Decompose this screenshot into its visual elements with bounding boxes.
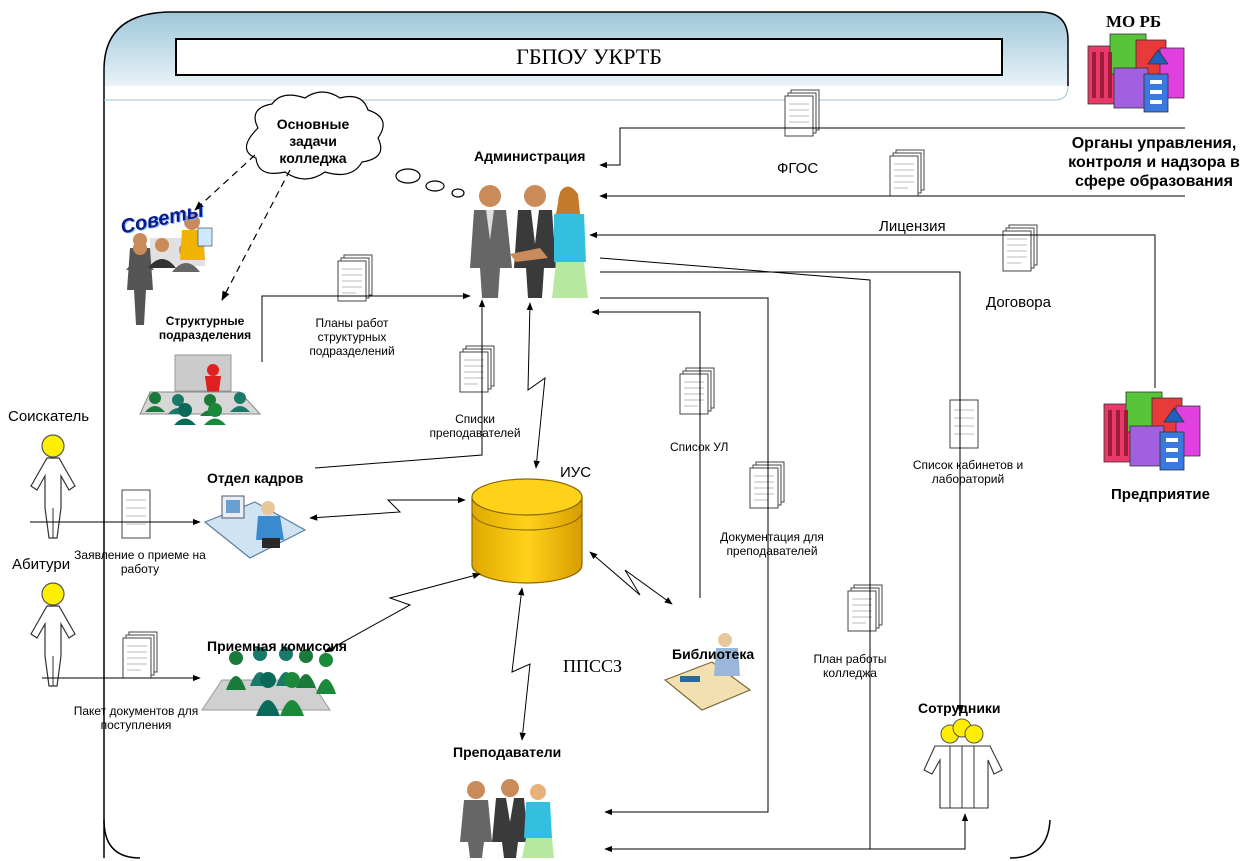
license-label: Лицензия xyxy=(879,218,946,235)
contracts-document-icon xyxy=(1002,224,1038,272)
job-application-label: Заявление о приеме на работу xyxy=(74,548,206,576)
contracts-label: Договора xyxy=(986,294,1051,311)
authorities-label: Органы управления, контроля и надзора в … xyxy=(1068,135,1240,190)
administration-label: Администрация xyxy=(474,148,586,164)
college-plan-label: План работы колледжа xyxy=(813,652,887,680)
fgos-label: ФГОС xyxy=(777,160,819,177)
admission-icon xyxy=(201,647,336,716)
lightning-links xyxy=(309,302,673,741)
mo-rb-label: МО РБ xyxy=(1106,12,1162,31)
administration-icon xyxy=(470,185,588,298)
abiturient-label: Абитури xyxy=(12,556,71,573)
mo-rb-building-icon xyxy=(1087,33,1185,113)
college-title: ГБПОУ УКРТБ xyxy=(175,38,1003,76)
teacher-docs-document-icon xyxy=(749,461,785,509)
dashed-arrow-to-struct-units xyxy=(221,169,291,301)
ul-list-label: Список УЛ xyxy=(670,440,729,454)
ius-label: ИУС xyxy=(560,464,592,481)
teachers-label: Преподаватели xyxy=(453,744,562,760)
work-plans-label: Планы работ структурных подразделений xyxy=(309,316,395,358)
applicant-figure xyxy=(30,434,76,539)
ppssz-label: ППССЗ xyxy=(563,656,623,676)
struct-units-label: Структурные подразделения xyxy=(158,314,252,342)
rooms-list-label: Список кабинетов и лабораторий xyxy=(912,458,1024,486)
teacher-lists-label: Списки преподавателей xyxy=(429,412,521,440)
teacher-lists-document-icon xyxy=(459,345,495,393)
abiturient-figure xyxy=(30,582,76,687)
job-application-document-icon xyxy=(121,489,151,539)
sovety-icon xyxy=(126,214,213,325)
staff-icon xyxy=(923,718,1003,809)
hr-label: Отдел кадров xyxy=(207,470,304,486)
license-document-icon xyxy=(889,149,925,197)
struct-units-icon xyxy=(139,354,262,425)
staff-label: Сотрудники xyxy=(918,700,1001,716)
enterprise-label: Предприятие xyxy=(1111,486,1210,503)
tasks-label: Основные задачи колледжа xyxy=(276,116,350,166)
library-icon xyxy=(663,633,752,711)
tasks-cloud xyxy=(245,91,465,198)
work-plans-document-icon xyxy=(337,254,373,302)
doc-package-label: Пакет документов для поступления xyxy=(73,704,199,732)
library-label: Библиотека xyxy=(672,646,755,662)
teachers-icon xyxy=(460,779,554,858)
dashed-arrow-to-sovety xyxy=(194,154,256,211)
doc-package-document-icon xyxy=(122,631,158,679)
college-plan-document-icon xyxy=(847,584,883,632)
applicant-label: Соискатель xyxy=(8,408,90,425)
ius-database-icon xyxy=(471,478,583,584)
connectors xyxy=(30,127,1185,853)
hr-icon xyxy=(203,495,307,559)
fgos-document-icon xyxy=(784,89,820,137)
admission-label: Приемная комиссия xyxy=(207,638,347,654)
rooms-list-document-icon xyxy=(949,399,979,449)
enterprise-building-icon xyxy=(1103,391,1201,471)
teacher-docs-label: Документация для преподавателей xyxy=(720,530,824,558)
ul-list-document-icon xyxy=(679,367,715,415)
